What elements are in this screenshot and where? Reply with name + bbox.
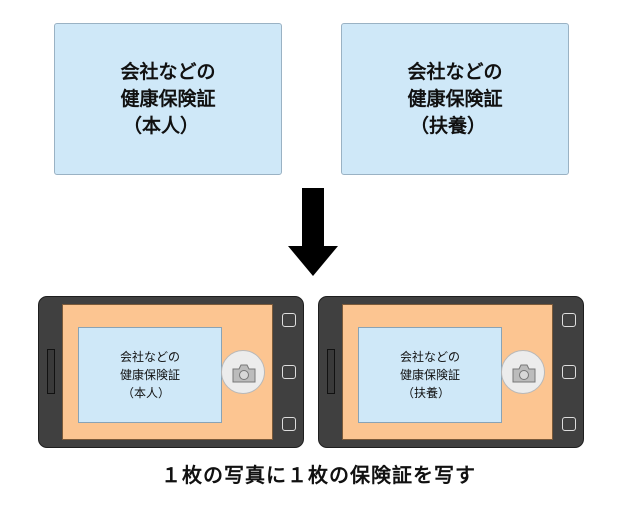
phone-screen: 会社などの 健康保険証 （扶養）	[342, 304, 553, 440]
phone-hardware-button[interactable]	[562, 417, 576, 431]
phone-screen: 会社などの 健康保険証 （本人）	[62, 304, 273, 440]
phone-side-slot	[327, 349, 335, 394]
card-line-1: 会社などの	[120, 60, 216, 83]
phone-hardware-button[interactable]	[282, 313, 296, 327]
captured-card-self: 会社などの 健康保険証 （本人）	[78, 327, 222, 423]
phone-hardware-button[interactable]	[562, 313, 576, 327]
arrow-shaft	[302, 188, 324, 248]
insurance-card-dependent: 会社などの 健康保険証 （扶養）	[341, 23, 569, 175]
phone-hardware-button[interactable]	[282, 365, 296, 379]
card-line-2: 健康保険証	[407, 87, 503, 110]
shutter-button[interactable]	[501, 350, 545, 394]
card-line-2: 健康保険証	[119, 368, 180, 382]
insurance-card-self: 会社などの 健康保険証 （本人）	[54, 23, 282, 175]
smartphone-self: 会社などの 健康保険証 （本人）	[38, 296, 304, 448]
phone-hardware-button[interactable]	[282, 417, 296, 431]
card-line-3: （扶養）	[401, 386, 450, 400]
phone-hardware-button[interactable]	[562, 365, 576, 379]
caption: １枚の写真に１枚の保険証を写す	[161, 463, 476, 487]
card-line-2: 健康保険証	[120, 87, 216, 110]
card-line-1: 会社などの	[399, 350, 460, 364]
shutter-button[interactable]	[221, 350, 265, 394]
card-line-1: 会社などの	[119, 350, 180, 364]
camera-icon	[512, 364, 536, 383]
arrow-head	[288, 246, 338, 276]
card-line-3: （扶養）	[409, 114, 486, 137]
smartphone-dependent: 会社などの 健康保険証 （扶養）	[318, 296, 584, 448]
card-line-2: 健康保険証	[399, 368, 460, 382]
phone-side-slot	[47, 349, 55, 394]
card-line-3: （本人）	[122, 114, 199, 137]
captured-card-dependent: 会社などの 健康保険証 （扶養）	[358, 327, 502, 423]
card-line-1: 会社などの	[407, 60, 503, 83]
card-line-3: （本人）	[121, 386, 170, 400]
camera-icon	[232, 364, 256, 383]
